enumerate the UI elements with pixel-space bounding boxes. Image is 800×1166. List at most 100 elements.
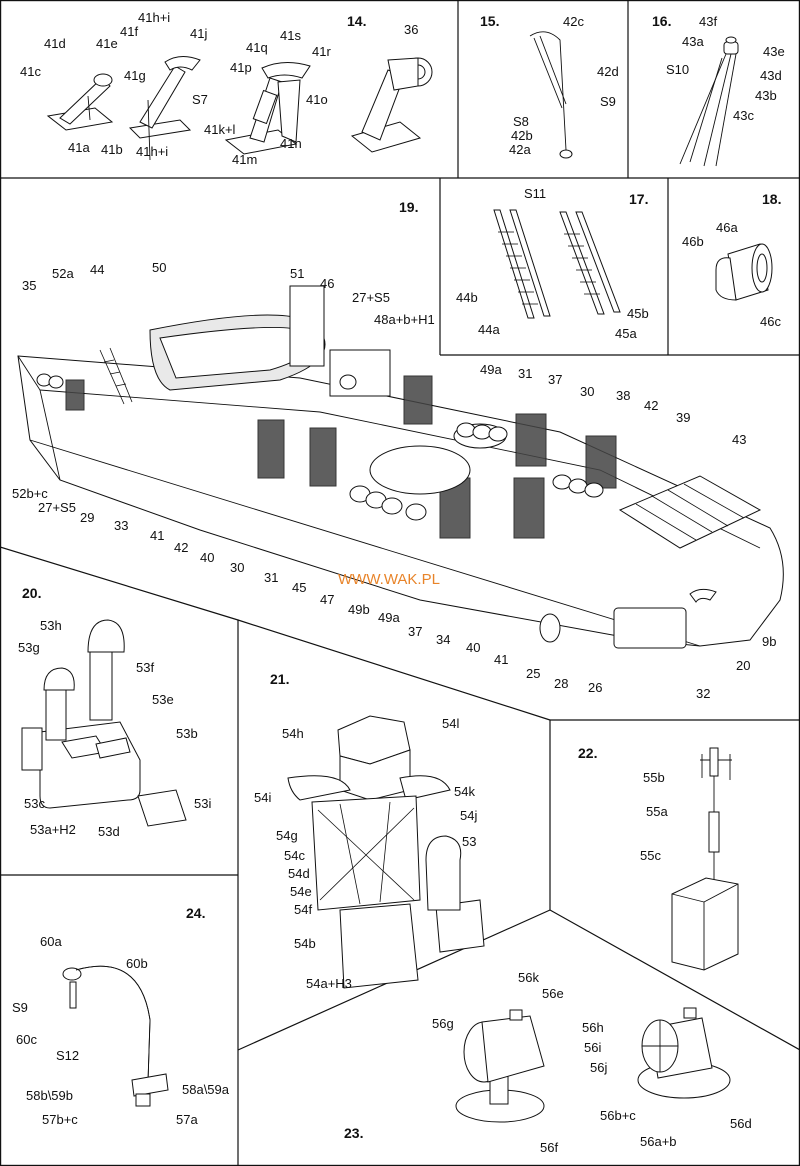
label: 41g [124,68,146,83]
label: 54c [284,848,305,863]
label: 46c [760,314,781,329]
label: 44b [456,290,478,305]
label: 52a [52,266,74,281]
panel-number-17: 17. [629,191,648,207]
label: 42a [509,142,531,157]
panel-14-labels: 41d 41e 41f 41c 41a 41b 41h+i 41j 41g S7… [20,10,418,167]
label: 26 [588,680,602,695]
label: 54e [290,884,312,899]
panel-number-19: 19. [399,199,418,215]
label: 54f [294,902,312,917]
label: 40 [200,550,214,565]
label: 50 [152,260,166,275]
label: 43b [755,88,777,103]
label: 56e [542,986,564,1001]
label: S11 [524,186,546,201]
label: 56i [584,1040,601,1055]
label: 41j [190,26,207,41]
label: 53h [40,618,62,633]
label: 42d [597,64,619,79]
panel-23-drawing: 56k 56e 56g 56f 56h 56i 56j 56b+c 56d 56… [432,970,752,1155]
label: 43 [732,432,746,447]
label: 56b+c [600,1108,636,1123]
label: 60c [16,1032,37,1047]
label: 41f [120,24,138,39]
label: 49a [480,362,502,377]
label: 41b [101,142,123,157]
panel-15-drawing: 42c 42d S9 S8 42b 42a [509,14,619,159]
label: 30 [580,384,594,399]
label: 43f [699,14,717,29]
label: 27+S5 [38,500,76,515]
label: 29 [80,510,94,525]
label: 47 [320,592,334,607]
label: 46 [320,276,334,291]
label: 41 [494,652,508,667]
label: 31 [264,570,278,585]
panel-number-20: 20. [22,585,41,601]
panel-14-drawing [46,56,433,161]
label: 41h+i [138,10,170,25]
label: S8 [513,114,529,129]
label: 51 [290,266,304,281]
label: 42b [511,128,533,143]
panel-22-drawing: 55b 55a 55c [640,747,739,971]
panel-number-23: 23. [344,1125,363,1141]
label: 55b [643,770,665,785]
label: 54a+H3 [306,976,352,991]
panel-24-drawing: 60a 60b S9 60c S12 58b\59b 58a\59a 57b+c… [12,934,230,1127]
label: 56k [518,970,539,985]
panel-18-drawing: 46a 46b 46c [682,220,781,329]
label: 42 [174,540,188,555]
panel-19-drawing [17,285,784,649]
label: 54g [276,828,298,843]
label: 42c [563,14,584,29]
label: 33 [114,518,128,533]
label: 41o [306,92,328,107]
label: S9 [12,1000,28,1015]
label: 53f [136,660,154,675]
label: 54l [442,716,459,731]
label: 56h [582,1020,604,1035]
label: 58a\59a [182,1082,230,1097]
label: 37 [548,372,562,387]
label: 53b [176,726,198,741]
label: 41 [150,528,164,543]
label: 49b [348,602,370,617]
label: 60b [126,956,148,971]
label: 53e [152,692,174,707]
panel-number-24: 24. [186,905,205,921]
label: 53 [462,834,476,849]
label: 45b [627,306,649,321]
label: 54b [294,936,316,951]
label: 32 [696,686,710,701]
label: S10 [666,62,689,77]
label: 54d [288,866,310,881]
label: 53d [98,824,120,839]
label: 53c [24,796,45,811]
label: 56j [590,1060,607,1075]
label: 39 [676,410,690,425]
panel-number-14: 14. [347,13,366,29]
label: 56g [432,1016,454,1031]
label: 54i [254,790,271,805]
label: 42 [644,398,658,413]
label: 38 [616,388,630,403]
label: 58b\59b [26,1088,73,1103]
panel-numbers: 14. 15. 16. 19. 17. 18. 20. 21. 22. 23. … [22,13,781,1141]
label: 34 [436,632,450,647]
panel-number-18: 18. [762,191,781,207]
label: 20 [736,658,750,673]
label: 41m [232,152,257,167]
label: 41h+i [136,144,168,159]
label: 46a [716,220,738,235]
panel-19-labels: 35 52a 44 50 51 46 27+S5 48a+b+H1 49a 31… [12,260,776,701]
label: 56a+b [640,1134,677,1149]
panel-21-drawing: 54h 54l 54i 54k 54j 54g 54c 54d 54e 54f … [254,715,485,991]
label: 41q [246,40,268,55]
panel-number-16: 16. [652,13,671,29]
label: 53i [194,796,211,811]
label: 40 [466,640,480,655]
